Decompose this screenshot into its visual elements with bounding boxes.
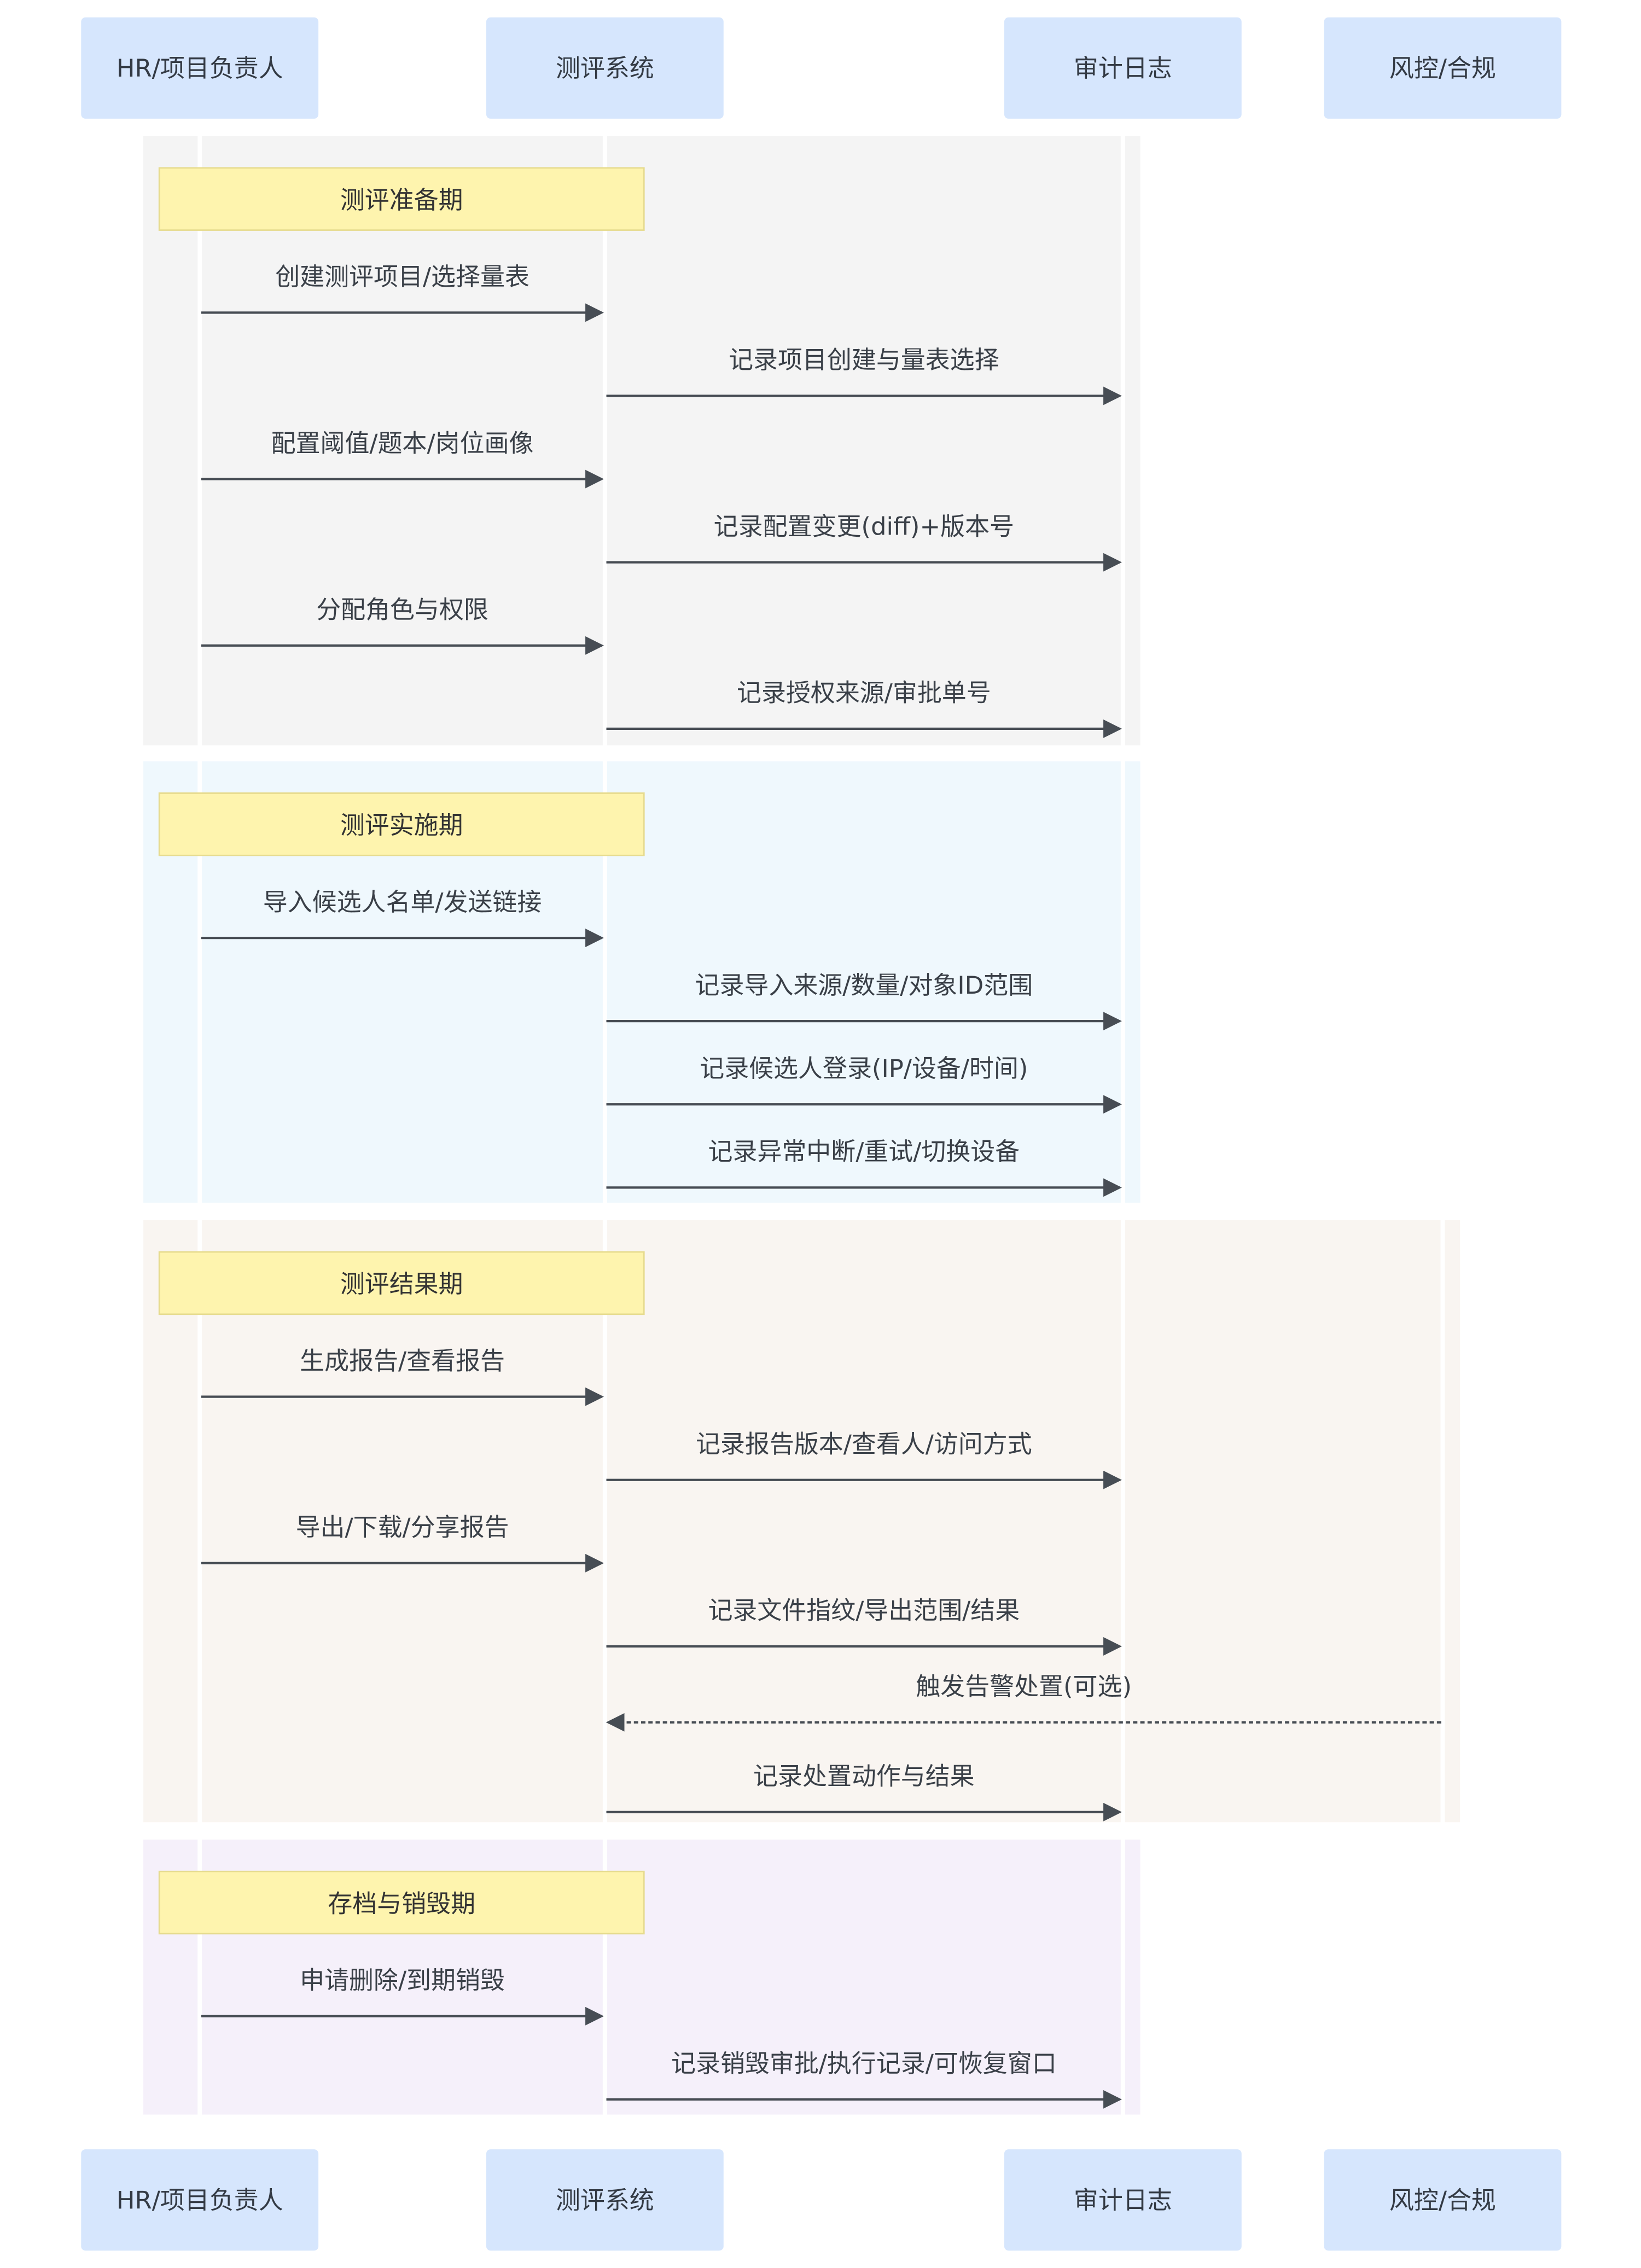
actor-audit-bottom[interactable]: 审计日志 [1004,2149,1242,2251]
phase-note: 存档与销毁期 [158,1870,645,1935]
phase-note: 测评准备期 [158,167,645,231]
actor-label: 审计日志 [1074,54,1172,83]
message-label: 记录配置变更(diff)+版本号 [714,512,1014,541]
actor-risk-bottom[interactable]: 风控/合规 [1324,2149,1562,2251]
message-label: 生成报告/查看报告 [300,1346,505,1375]
message[interactable]: 配置阈值/题本/岗位画像 [201,428,604,489]
message[interactable]: 记录候选人登录(IP/设备/时间) [606,1054,1122,1114]
note-label: 测评结果期 [340,1269,463,1298]
message-label: 记录异常中断/重试/切换设备 [708,1137,1020,1166]
section-background [143,136,1140,746]
message-label: 配置阈值/题本/岗位画像 [271,428,534,457]
message-label: 分配角色与权限 [316,595,488,624]
section-2-content: 测评实施期导入候选人名单/发送链接记录导入来源/数量/对象ID范围记录候选人登录… [158,792,1122,1197]
message[interactable]: 记录授权来源/审批单号 [606,678,1122,738]
message-label: 记录报告版本/查看人/访问方式 [696,1429,1032,1458]
note-box [158,1251,645,1315]
actor-label: HR/项目负责人 [117,2186,283,2215]
message[interactable]: 记录销毁审批/执行记录/可恢复窗口 [606,2049,1122,2109]
message[interactable]: 分配角色与权限 [201,595,604,655]
actor-box [1004,17,1242,119]
message[interactable]: 触发告警处置(可选) [606,1672,1441,1732]
message-label: 导入候选人名单/发送链接 [263,888,542,917]
actor-box [1324,2149,1562,2251]
message-label: 记录导入来源/数量/对象ID范围 [695,971,1033,1000]
message[interactable]: 记录报告版本/查看人/访问方式 [606,1429,1122,1489]
actor-risk-top[interactable]: 风控/合规 [1324,17,1562,119]
note-label: 存档与销毁期 [328,1889,475,1918]
actor-label: 测评系统 [556,2186,654,2215]
message[interactable]: 申请删除/到期销毁 [201,1965,604,2026]
note-label: 测评准备期 [340,185,463,214]
note-label: 测评实施期 [340,811,463,840]
section-1-content: 测评准备期创建测评项目/选择量表记录项目创建与量表选择配置阈值/题本/岗位画像记… [158,167,1122,738]
note-box [158,167,645,231]
message[interactable]: 记录导入来源/数量/对象ID范围 [606,971,1122,1031]
message[interactable]: 生成报告/查看报告 [201,1346,604,1406]
message[interactable]: 导出/下载/分享报告 [201,1513,604,1573]
phase-note: 测评结果期 [158,1251,645,1315]
actor-hr-top[interactable]: HR/项目负责人 [81,17,319,119]
actor-box [81,2149,319,2251]
phase-note: 测评实施期 [158,792,645,856]
actor-box [81,17,319,119]
message-label: 触发告警处置(可选) [916,1672,1132,1701]
actor-label: 风控/合规 [1389,2186,1496,2215]
message-label: 记录处置动作与结果 [753,1762,975,1791]
message[interactable]: 记录配置变更(diff)+版本号 [606,512,1122,572]
actor-audit-top[interactable]: 审计日志 [1004,17,1242,119]
message-label: 创建测评项目/选择量表 [275,262,529,291]
message-label: 记录授权来源/审批单号 [737,678,991,707]
message[interactable]: 导入候选人名单/发送链接 [201,888,604,948]
actor-box [486,17,724,119]
actor-sys-bottom[interactable]: 测评系统 [486,2149,724,2251]
section-1 [143,136,1140,746]
actor-label: HR/项目负责人 [117,54,283,83]
section-3-content: 测评结果期生成报告/查看报告记录报告版本/查看人/访问方式导出/下载/分享报告记… [158,1251,1441,1822]
actor-sys-top[interactable]: 测评系统 [486,17,724,119]
message-label: 记录候选人登录(IP/设备/时间) [700,1054,1028,1083]
actor-hr-bottom[interactable]: HR/项目负责人 [81,2149,319,2251]
message-label: 记录文件指纹/导出范围/结果 [708,1596,1020,1625]
note-box [158,1870,645,1935]
message-label: 申请删除/到期销毁 [300,1965,505,1994]
actor-box [1004,2149,1242,2251]
actor-box [486,2149,724,2251]
message[interactable]: 记录异常中断/重试/切换设备 [606,1137,1122,1197]
message[interactable]: 记录项目创建与量表选择 [606,345,1122,405]
message-label: 导出/下载/分享报告 [296,1513,509,1542]
message[interactable]: 记录处置动作与结果 [606,1762,1122,1822]
message[interactable]: 创建测评项目/选择量表 [201,262,604,322]
message-label: 记录销毁审批/执行记录/可恢复窗口 [671,2049,1057,2078]
actor-box [1324,17,1562,119]
actor-label: 审计日志 [1074,2186,1172,2215]
actor-label: 风控/合规 [1389,54,1496,83]
message-label: 记录项目创建与量表选择 [729,345,999,374]
message[interactable]: 记录文件指纹/导出范围/结果 [606,1596,1122,1656]
note-box [158,792,645,856]
actor-label: 测评系统 [556,54,654,83]
